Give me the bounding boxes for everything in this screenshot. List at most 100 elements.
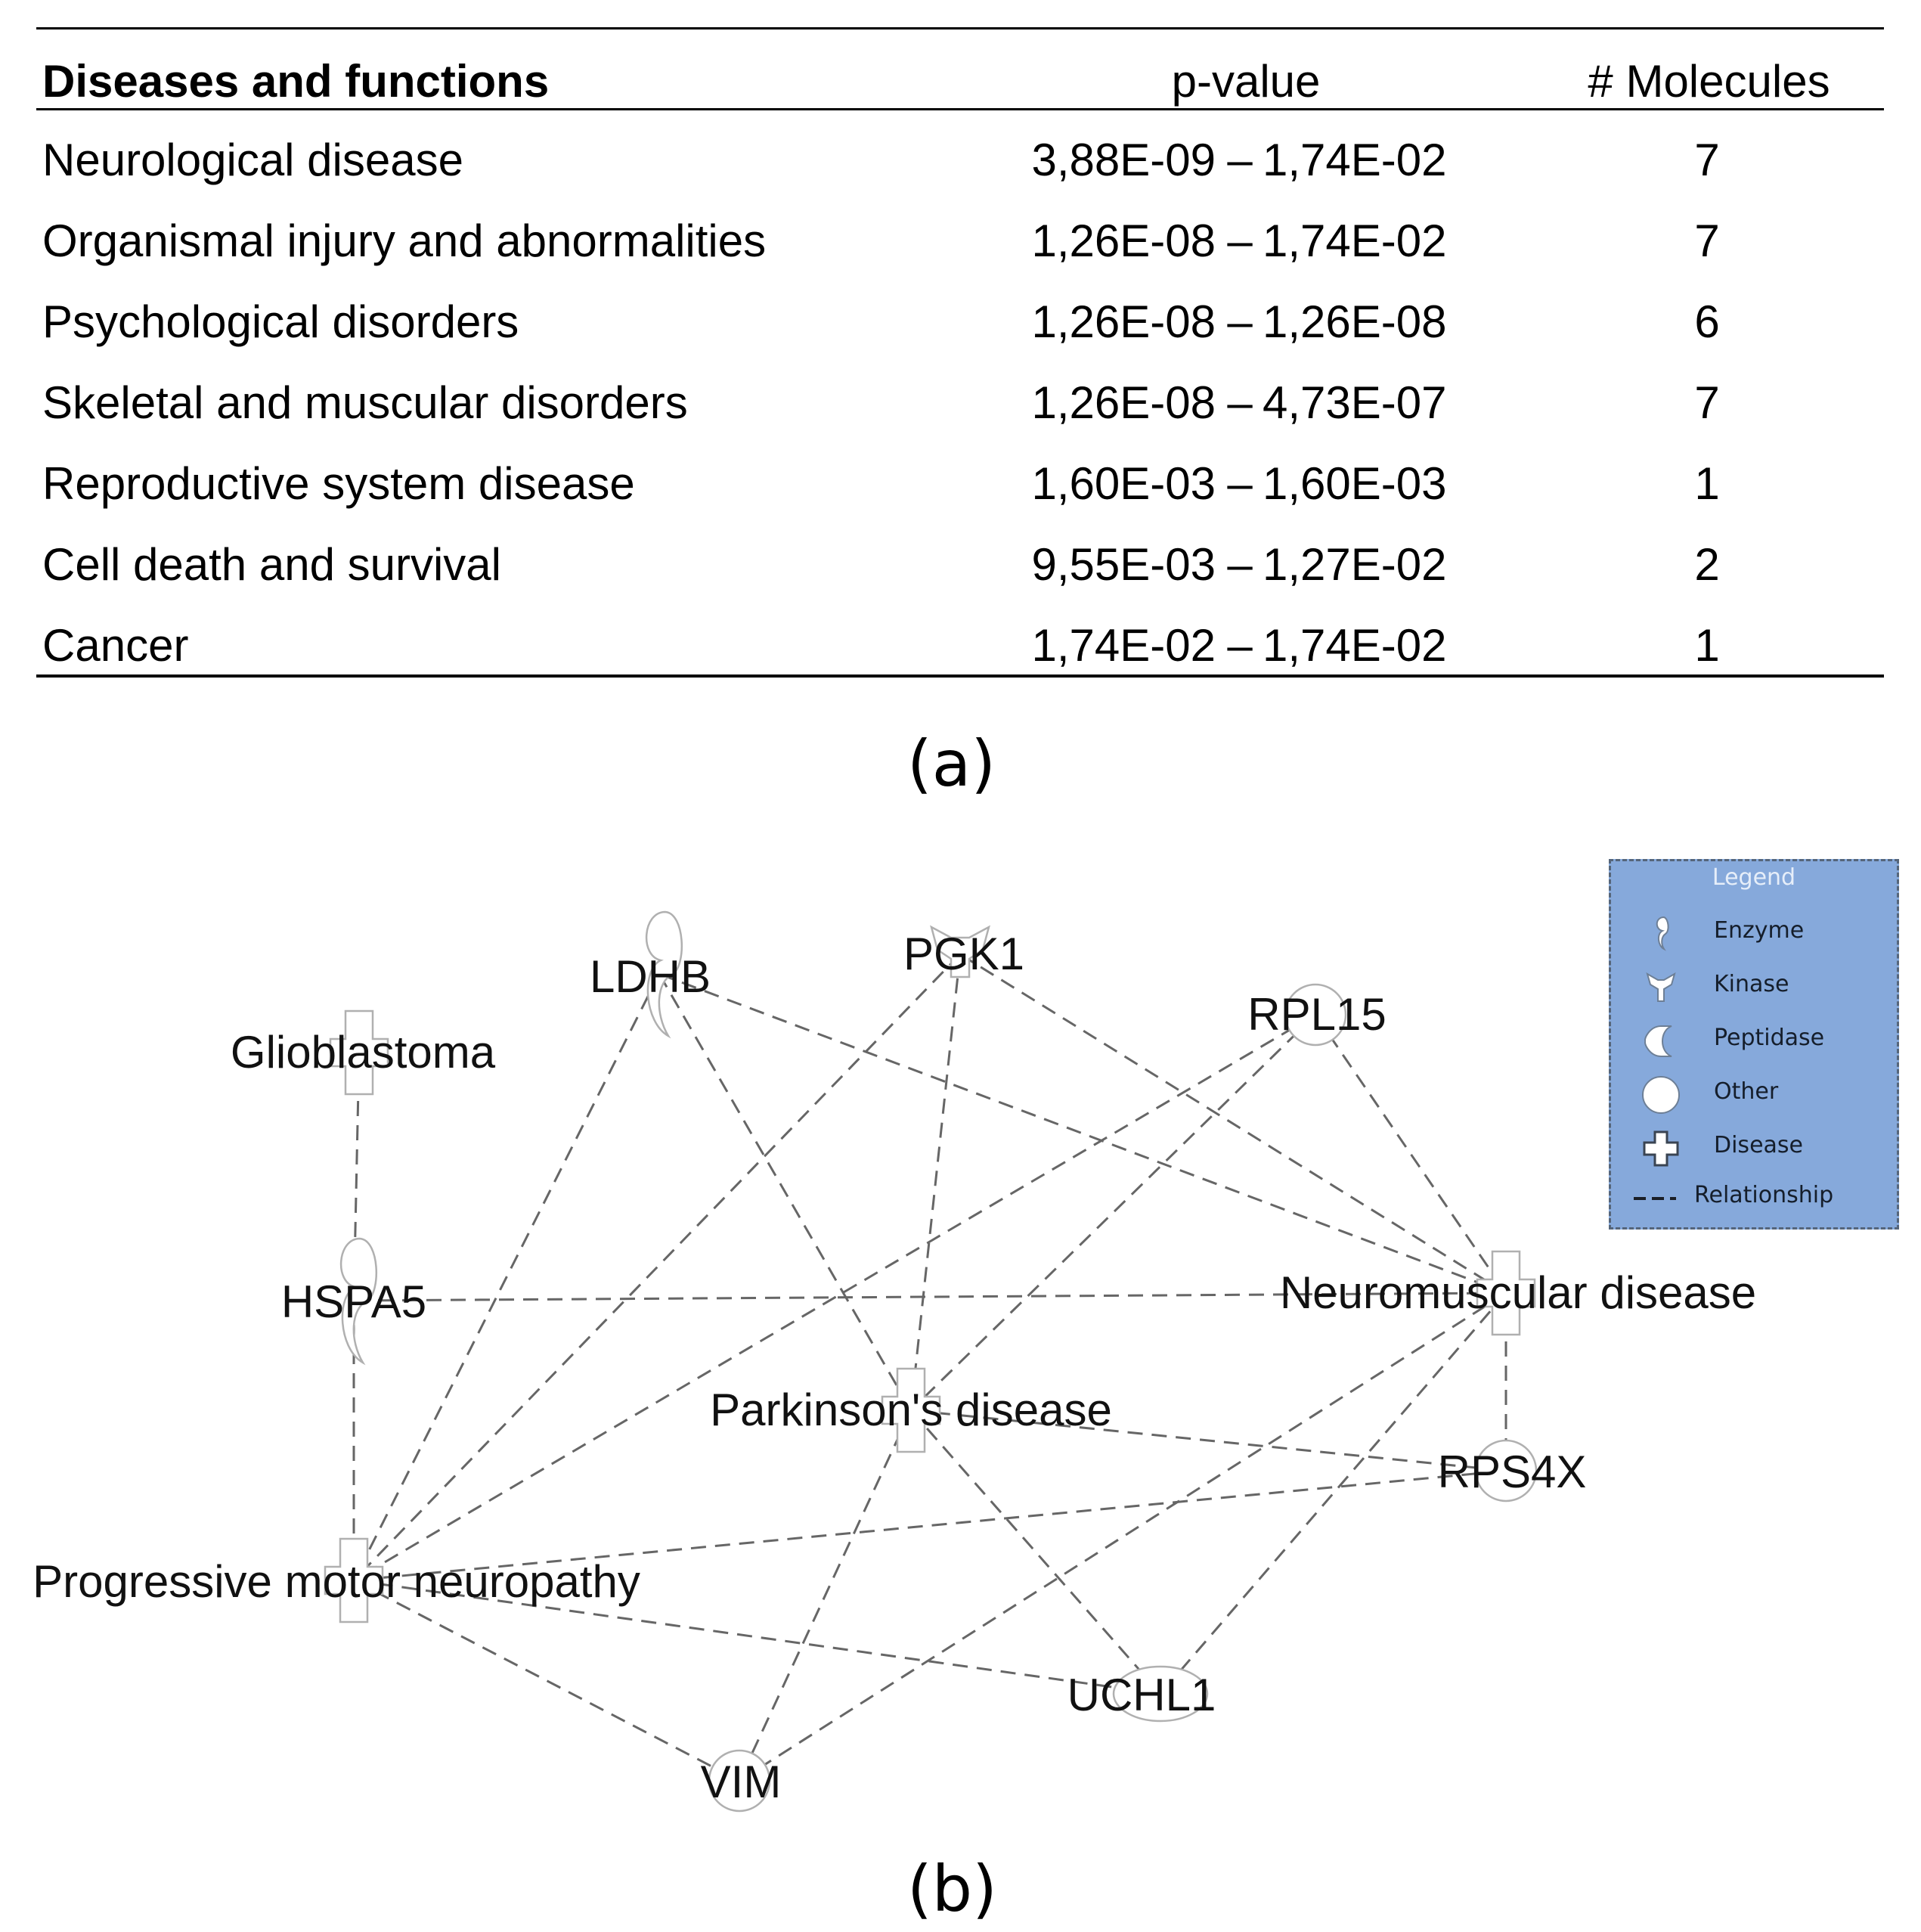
edge-rpl15-progressive [353,1013,1316,1582]
row-molecule-count: 7 [1694,135,1720,185]
row-disease-name: Cancer [42,620,189,671]
row-range-dash: – [1227,216,1253,266]
header-diseases-functions: Diseases and functions [42,56,550,107]
row-disease-name: Reproductive system disease [42,458,635,509]
edge-rpl15-neuromuscular [1314,1014,1507,1294]
row-p-value-high: 1,60E-03 [1263,458,1447,509]
peptidase-icon [1112,1665,1209,1723]
legend-item-peptidase: Peptidase [1611,1014,1897,1059]
row-molecule-count: 7 [1694,216,1720,266]
row-p-value-high: 1,26E-08 [1263,296,1447,347]
row-p-value-low: 1,26E-08 [1031,377,1216,428]
row-molecule-count: 7 [1694,377,1720,428]
enzyme-icon [1656,916,1669,951]
legend-box: Legend Enzyme Kinase Peptidase Other Dis… [1609,859,1899,1230]
node-shape-vim [708,1749,771,1813]
node-shape-neuromuscular [1476,1250,1536,1336]
legend-label: Kinase [1714,971,1789,997]
row-p-value-low: 1,74E-02 [1031,620,1216,671]
legend-title: Legend [1712,864,1796,891]
relationship-icon [1634,1197,1676,1200]
node-shape-glioblastoma [329,1009,389,1096]
row-range-dash: – [1227,458,1253,509]
peptidase-icon [1644,1025,1672,1057]
node-label-ldhb: LDHB [590,951,711,1002]
row-p-value-high: 4,73E-07 [1263,377,1447,428]
disease-icon [329,1009,389,1096]
edge-layer [352,953,1507,1782]
row-range-dash: – [1227,377,1253,428]
row-p-value-low: 9,55E-03 [1031,539,1216,590]
disease-icon [1643,1130,1679,1167]
edge-neuromuscular-vim [739,1292,1507,1782]
kinase-icon [930,925,990,978]
row-p-value-high: 1,74E-02 [1263,135,1447,185]
row-disease-name: Skeletal and muscular disorders [42,377,688,428]
table-row: Reproductive system disease 1,60E-03–1,60… [36,455,1884,536]
row-range-dash: – [1227,620,1253,671]
edge-rpl15-parkinsons [909,1013,1317,1412]
edge-pgk1-parkinsons [909,954,962,1411]
edge-neuromuscular-uchl1 [1159,1292,1507,1695]
legend-item-enzyme: Enzyme [1611,907,1897,952]
other-icon [1474,1439,1538,1502]
edge-pgk1-neuromuscular [959,953,1507,1295]
table-header-rule [36,108,1884,110]
disease-icon [881,1367,941,1453]
row-range-dash: – [1227,296,1253,347]
enzyme-icon [339,1237,378,1366]
other-icon [1284,983,1347,1047]
node-label-glioblastoma: Glioblastoma [231,1027,496,1078]
row-range-dash: – [1227,135,1253,185]
row-p-value-high: 1,74E-02 [1263,620,1447,671]
panel-label-b: (b) [907,1852,997,1926]
edge-parkinsons-vim [738,1409,912,1782]
legend-item-other: Other [1611,1068,1897,1114]
other-icon [708,1749,771,1813]
table-row: Skeletal and muscular disorders 1,26E-08–… [36,374,1884,455]
edge-progressive-uchl1 [353,1579,1161,1695]
other-icon [1642,1076,1680,1114]
node-label-progressive: Progressive motor neuropathy [33,1556,640,1607]
node-shape-parkinsons [881,1367,941,1453]
node-shape-rps4x [1474,1439,1538,1502]
edge-progressive-vim [353,1579,740,1782]
header-molecules: # Molecules [1588,56,1830,107]
node-label-parkinsons: Parkinson's disease [710,1385,1112,1435]
disease-function-table: Diseases and functions p-value # Molecul… [36,0,1884,681]
row-disease-name: Psychological disorders [42,296,519,347]
node-shape-uchl1 [1112,1665,1209,1723]
edge-ldhb-parkinsons [658,973,912,1411]
legend-label: Disease [1714,1132,1803,1158]
table-row: Cancer 1,74E-02–1,74E-02 1 [36,617,1884,698]
row-p-value-low: 1,26E-08 [1031,216,1216,266]
legend-label: Peptidase [1714,1025,1825,1051]
edge-ldhb-neuromuscular [658,972,1507,1295]
row-range-dash: – [1227,539,1253,590]
node-shape-rpl15 [1284,983,1347,1047]
edge-parkinsons-rps4x [910,1409,1507,1472]
node-shape-progressive [324,1537,384,1623]
node-shape-pgk1 [930,925,990,978]
row-molecule-count: 6 [1694,296,1720,347]
edge-ldhb-progressive [352,973,661,1581]
row-p-value-low: 1,60E-03 [1031,458,1216,509]
row-p-value-high: 1,74E-02 [1263,216,1447,266]
row-p-value-low: 3,88E-09 [1031,135,1216,185]
header-p-value: p-value [1171,56,1321,107]
row-p-value-high: 1,27E-02 [1263,539,1447,590]
node-shape-hspa5 [339,1237,378,1366]
legend-item-disease: Disease [1611,1121,1897,1167]
table-row: Neurological disease 3,88E-09–1,74E-02 7 [36,132,1884,212]
edge-parkinsons-uchl1 [909,1409,1162,1695]
row-molecule-count: 1 [1694,620,1720,671]
legend-label: Enzyme [1714,917,1805,944]
node-label-vim: VIM [701,1757,782,1807]
row-disease-name: Neurological disease [42,135,463,185]
